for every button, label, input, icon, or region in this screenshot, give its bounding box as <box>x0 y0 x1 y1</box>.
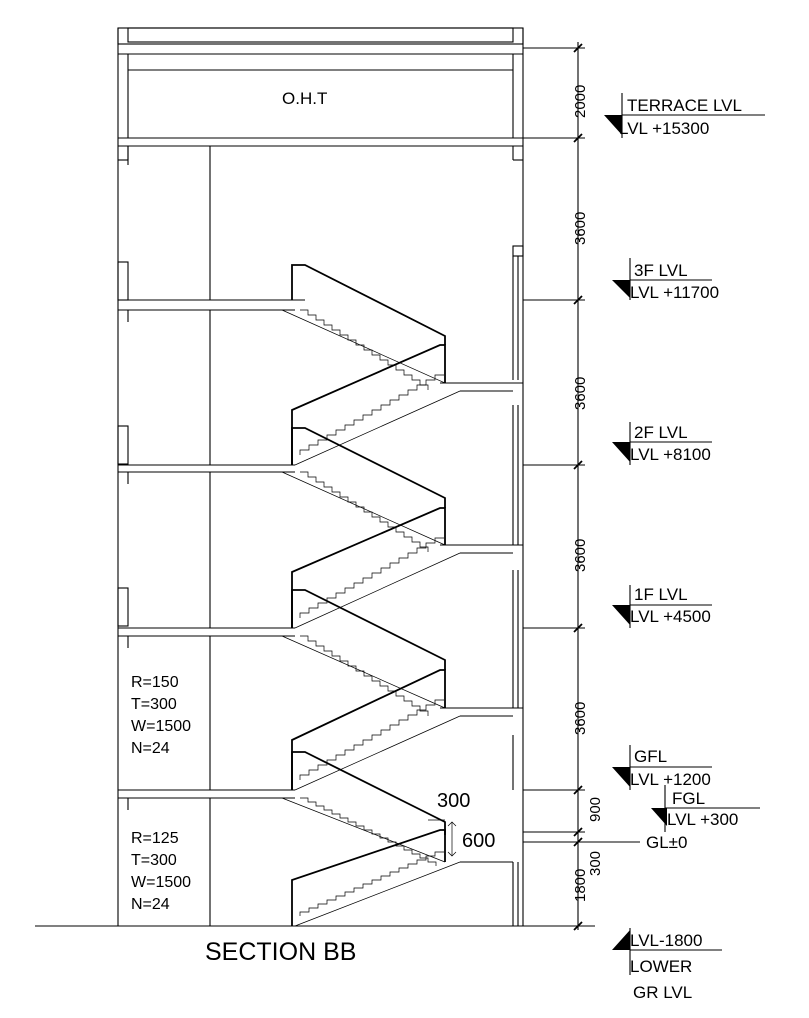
dim-tread-label: 300 <box>437 790 470 812</box>
level-lower-name-1: LOWER <box>630 957 692 976</box>
building-outline <box>35 27 595 927</box>
note-lower-w: W=1500 <box>131 874 191 891</box>
level-3f-name: 3F LVL <box>634 261 688 280</box>
floor-slabs <box>118 299 585 863</box>
level-lower-value: LVL-1800 <box>630 931 702 950</box>
dim-riser-detail-label: 600 <box>462 830 495 852</box>
note-upper-w: W=1500 <box>131 718 191 735</box>
note-lower-n: N=24 <box>131 896 170 913</box>
level-3f-value: LVL +11700 <box>630 283 719 302</box>
level-gl-value: GL±0 <box>646 833 687 852</box>
level-terrace-name: TERRACE LVL <box>627 96 742 115</box>
dim-lower: 1800 <box>572 869 589 902</box>
note-lower-r: R=125 <box>131 830 179 847</box>
level-marker-2f: 2F LVL LVL +8100 <box>612 422 712 465</box>
level-1f-value: LVL +4500 <box>630 607 711 626</box>
note-upper-r: R=150 <box>131 674 179 691</box>
dim-floor3: 3600 <box>572 212 589 245</box>
dim-gf-fgl: 900 <box>587 797 604 822</box>
level-fgl-name: FGL <box>672 789 705 808</box>
level-marker-fgl: FGL LVL +300 <box>651 785 760 832</box>
dimension-chain <box>523 42 585 931</box>
level-gf-value: LVL +1200 <box>630 770 711 789</box>
stair-notes-upper: R=150 T=300 W=1500 N=24 <box>131 674 191 757</box>
level-2f-name: 2F LVL <box>634 423 688 442</box>
right-wall-frames <box>512 245 524 926</box>
level-marker-gf: GFL LVL +1200 <box>612 745 712 790</box>
level-marker-1f: 1F LVL LVL +4500 <box>612 585 712 628</box>
level-marker-terrace: TERRACE LVL LVL +15300 <box>604 93 765 138</box>
window-openings <box>117 146 129 810</box>
level-marker-3f: 3F LVL LVL +11700 <box>612 258 719 302</box>
level-lower-name-2: GR LVL <box>633 983 692 1002</box>
section-title: SECTION BB <box>205 938 356 966</box>
note-lower-t: T=300 <box>131 852 177 869</box>
stair-notes-lower: R=125 T=300 W=1500 N=24 <box>131 830 191 913</box>
level-2f-value: LVL +8100 <box>630 445 711 464</box>
level-1f-name: 1F LVL <box>634 585 688 604</box>
dim-ground: 3600 <box>572 702 589 735</box>
note-upper-t: T=300 <box>131 696 177 713</box>
stair-flights <box>281 264 461 927</box>
level-gf-name: GFL <box>634 747 667 766</box>
level-marker-lower: LVL-1800 LOWER GR LVL <box>612 928 722 1002</box>
tank-label: O.H.T <box>282 89 327 108</box>
level-fgl-value: LVL +300 <box>667 810 738 829</box>
dim-fgl-gl: 300 <box>587 851 604 876</box>
dim-tank: 2000 <box>572 85 589 118</box>
note-upper-n: N=24 <box>131 740 170 757</box>
dim-floor1: 3600 <box>572 539 589 572</box>
dim-floor2: 3600 <box>572 377 589 410</box>
level-terrace-value: LVL +15300 <box>619 119 709 138</box>
level-marker-gl: GL±0 <box>585 833 687 852</box>
